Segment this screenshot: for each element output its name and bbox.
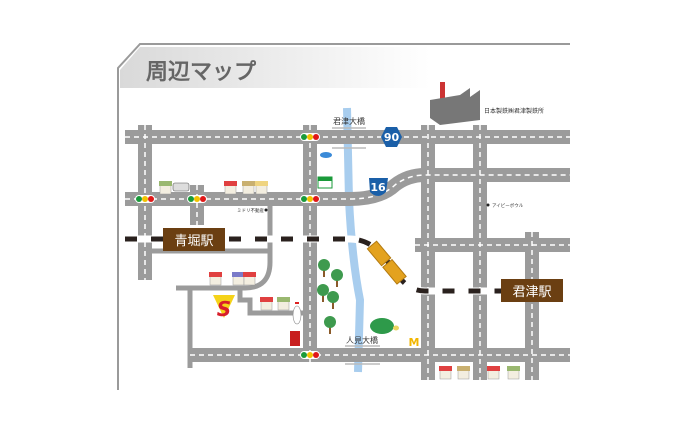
landmark-ivy-bowl: アイビーボウル [486,202,524,209]
station-label: 君津駅 [512,285,551,300]
station-kimitsu[interactable]: 君津駅 [501,279,563,302]
house-icon [457,366,470,380]
tree-icons [317,259,343,334]
supermarket-s-icon: S [213,295,235,321]
house-icon [209,272,222,286]
mcdonalds-icon: M [409,336,420,349]
house-icon [487,366,500,380]
traffic-light-icon [135,195,155,203]
bridge-kimitsu: 君津大橋 [332,116,366,149]
route-90-shield: 90 [381,127,402,147]
station-aohori[interactable]: 青堀駅 [163,228,225,251]
house-icon [159,181,172,195]
house-icon [260,297,273,311]
turtle-park-icon [370,318,399,334]
svg-text:90: 90 [384,131,400,144]
landmark-label: 日本製鉄㈱君津製鉄所 [484,107,544,115]
svg-text:16: 16 [370,181,386,194]
traffic-light-icon [300,133,320,141]
train-icon [366,240,407,285]
house-icon [242,181,255,195]
house-icon [507,366,520,380]
bridge-label: 人見大橋 [346,335,378,345]
factory-icon: 日本製鉄㈱君津製鉄所 [430,82,544,125]
landmark-midori: ミドリ不動産 [237,207,268,214]
house-icons [159,181,520,380]
svg-text:S: S [217,297,231,321]
bridge-label: 君津大橋 [333,116,365,126]
house-icon [243,272,256,286]
traffic-light-icon [300,351,320,359]
tree-icon [331,269,343,287]
tree-icon [324,316,336,334]
tree-icon [318,259,330,277]
traffic-light-icon [187,195,207,203]
map-header: 周辺マップ [117,43,570,390]
tree-icon [327,291,339,309]
pool-icon [320,152,332,158]
house-icon [277,297,290,311]
bowling-pin-icon [292,302,302,325]
svg-text:ミドリ不動産: ミドリ不動産 [237,207,264,214]
house-icon [255,181,268,195]
tree-icon [317,284,329,302]
page-title: 周辺マップ [146,60,257,85]
house-icon [224,181,237,195]
house-icon [439,366,452,380]
traffic-light-icon [300,195,320,203]
svg-text:アイビーボウル: アイビーボウル [492,202,524,209]
route-16-shield: 16 [369,178,388,196]
pachinko-icon [290,331,300,346]
car-icon [172,182,190,192]
traffic-lights [135,133,320,359]
station-label: 青堀駅 [174,234,213,249]
bridge-hitomi: 人見大橋 [345,335,380,365]
